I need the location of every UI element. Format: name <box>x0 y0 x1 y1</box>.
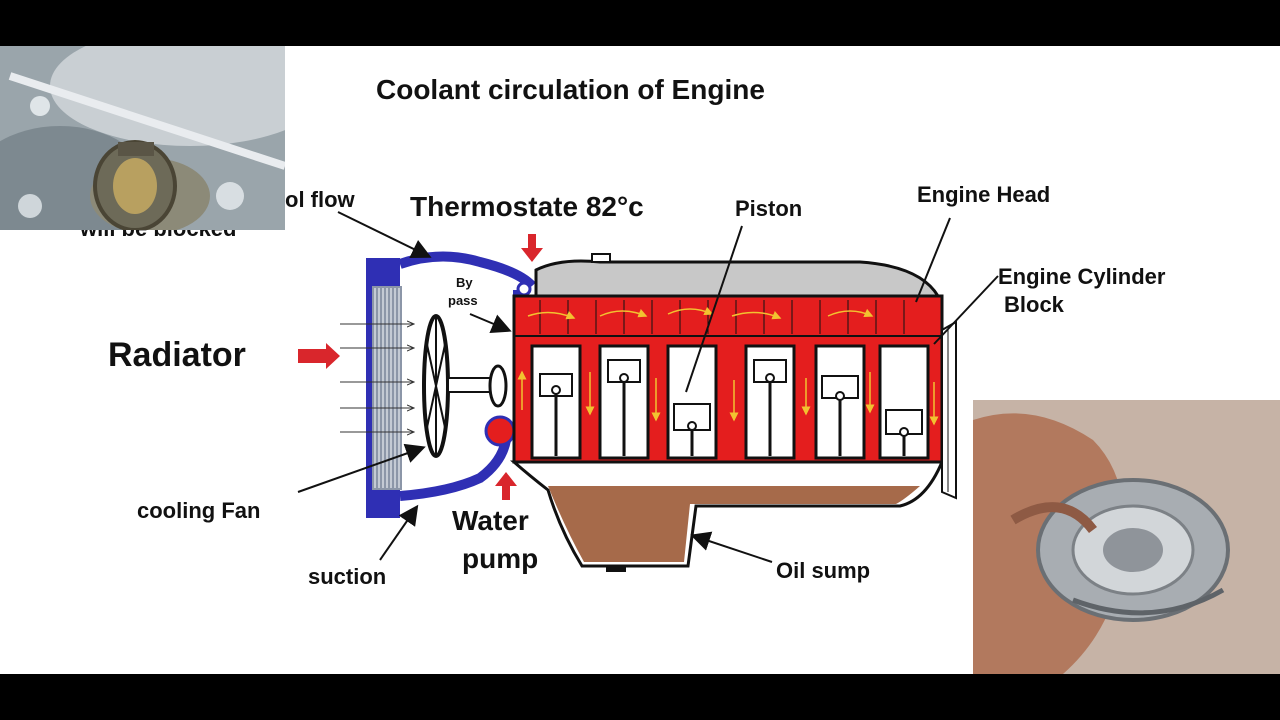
label-cool-flow: ol flow <box>285 187 355 212</box>
cylinder-3 <box>666 344 718 460</box>
upper-hose <box>398 251 536 290</box>
label-bypass-pass: pass <box>448 293 478 308</box>
label-suction: suction <box>308 564 387 589</box>
thermostat-valve <box>516 281 532 297</box>
leader-lines <box>297 211 999 563</box>
label-pump: pump <box>462 543 539 574</box>
cylinder-2 <box>598 344 650 460</box>
coolant-flow-arrows <box>517 306 939 426</box>
diagram-title: Coolant circulation of Engine <box>376 74 765 105</box>
cooling-fan <box>422 314 508 458</box>
water-pump <box>484 415 516 447</box>
cylinder-6 <box>878 344 930 460</box>
cylinder-1 <box>530 344 582 460</box>
label-engine-cylinder: Engine Cylinder <box>998 264 1166 289</box>
pump-red-arrow <box>495 472 517 500</box>
cylinder-5 <box>814 344 866 460</box>
thermostat-red-arrow <box>521 234 543 262</box>
lower-hose <box>399 438 511 501</box>
oil-sump <box>548 486 920 562</box>
engine-head <box>534 259 941 298</box>
thermostat-boiling-photo <box>0 46 285 230</box>
thermostat-hand-photo <box>973 400 1280 674</box>
air-flow-arrows <box>340 324 414 432</box>
label-engine-head: Engine Head <box>917 182 1051 207</box>
label-bypass-by: By <box>456 275 473 290</box>
label-cooling-fan: cooling Fan <box>137 498 261 523</box>
label-water: Water <box>452 505 529 536</box>
timing-cover <box>941 320 957 500</box>
radiator-red-arrow <box>298 343 340 369</box>
cylinders <box>530 344 930 460</box>
label-thermostat: Thermostate 82°c <box>410 191 644 222</box>
photo-illustration <box>0 46 285 230</box>
letterbox-top <box>0 0 1280 46</box>
drain-plug <box>606 566 626 572</box>
label-radiator: Radiator <box>108 336 246 374</box>
cylinder-4 <box>744 344 796 460</box>
photo-illustration-hand <box>973 400 1280 674</box>
head-cap <box>591 253 611 263</box>
red-indicator-arrows <box>298 234 543 500</box>
letterbox-bottom <box>0 674 1280 720</box>
label-engine-block: Block <box>1004 292 1064 317</box>
radiator <box>366 258 402 518</box>
label-oil-sump: Oil sump <box>776 558 871 583</box>
label-piston: Piston <box>735 196 803 221</box>
